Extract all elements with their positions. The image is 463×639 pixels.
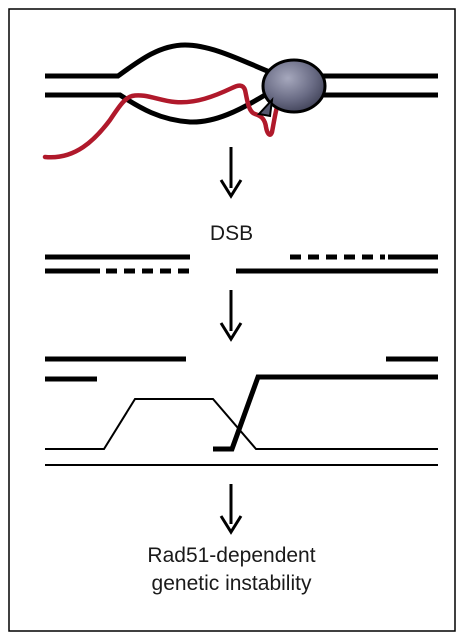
bottom-dna-strand — [45, 92, 438, 125]
r-loop-stage — [42, 42, 438, 160]
polymerase-tail — [257, 97, 274, 118]
down-arrow-1 — [219, 147, 243, 199]
outcome-label: Rad51-dependent genetic instability — [0, 542, 463, 598]
outcome-line-2: genetic instability — [151, 572, 312, 595]
invading-strand — [213, 374, 438, 452]
dsb-label: DSB — [209, 222, 254, 245]
down-arrow-2 — [219, 290, 243, 342]
recombination-stage — [45, 356, 438, 466]
figure-border — [8, 8, 456, 632]
rna-strand — [42, 83, 281, 160]
outcome-line-1: Rad51-dependent — [147, 544, 316, 567]
displaced-strand — [45, 398, 438, 450]
down-arrow-3 — [219, 484, 243, 535]
top-dna-strand — [45, 42, 438, 79]
dsb-stage — [45, 254, 438, 274]
rna-polymerase — [261, 58, 327, 114]
